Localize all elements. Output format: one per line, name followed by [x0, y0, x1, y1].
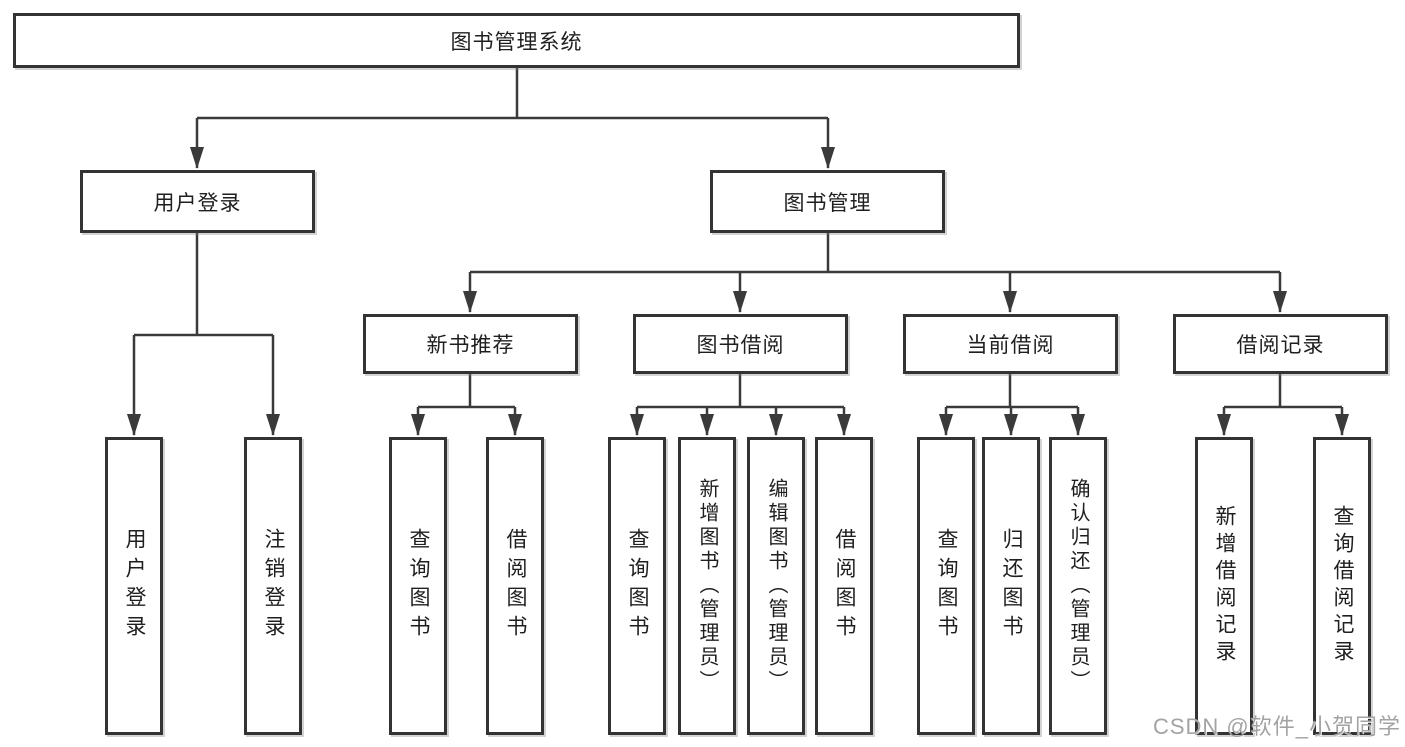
leaf-logout: 注销登录 [244, 437, 302, 735]
node-current-borrowing: 当前借阅 [903, 314, 1118, 374]
node-library-management-system: 图书管理系统 [13, 13, 1020, 68]
leaf-borrow-books-recommend: 借阅图书 [486, 437, 544, 735]
leaf-add-book-admin: 新增图书（管理员） [678, 437, 736, 735]
leaf-query-books-current: 查询图书 [917, 437, 975, 735]
leaf-return-book: 归还图书 [982, 437, 1040, 735]
leaf-edit-book-admin: 编辑图书（管理员） [747, 437, 805, 735]
leaf-query-books-borrowing: 查询图书 [608, 437, 666, 735]
leaf-query-borrow-record: 查询借阅记录 [1313, 437, 1371, 735]
leaf-add-borrow-record: 新增借阅记录 [1195, 437, 1253, 735]
leaf-borrow-books-borrowing: 借阅图书 [815, 437, 873, 735]
leaf-query-books-recommend: 查询图书 [389, 437, 447, 735]
node-book-management: 图书管理 [710, 170, 945, 233]
csdn-watermark: CSDN @软件_小贺同学 [1152, 714, 1401, 739]
leaf-confirm-return-admin: 确认归还（管理员） [1049, 437, 1107, 735]
node-book-borrowing: 图书借阅 [633, 314, 848, 374]
node-new-book-recommend: 新书推荐 [363, 314, 578, 374]
node-user-login: 用户登录 [80, 170, 315, 233]
leaf-user-login: 用户登录 [105, 437, 163, 735]
node-borrow-records: 借阅记录 [1173, 314, 1388, 374]
